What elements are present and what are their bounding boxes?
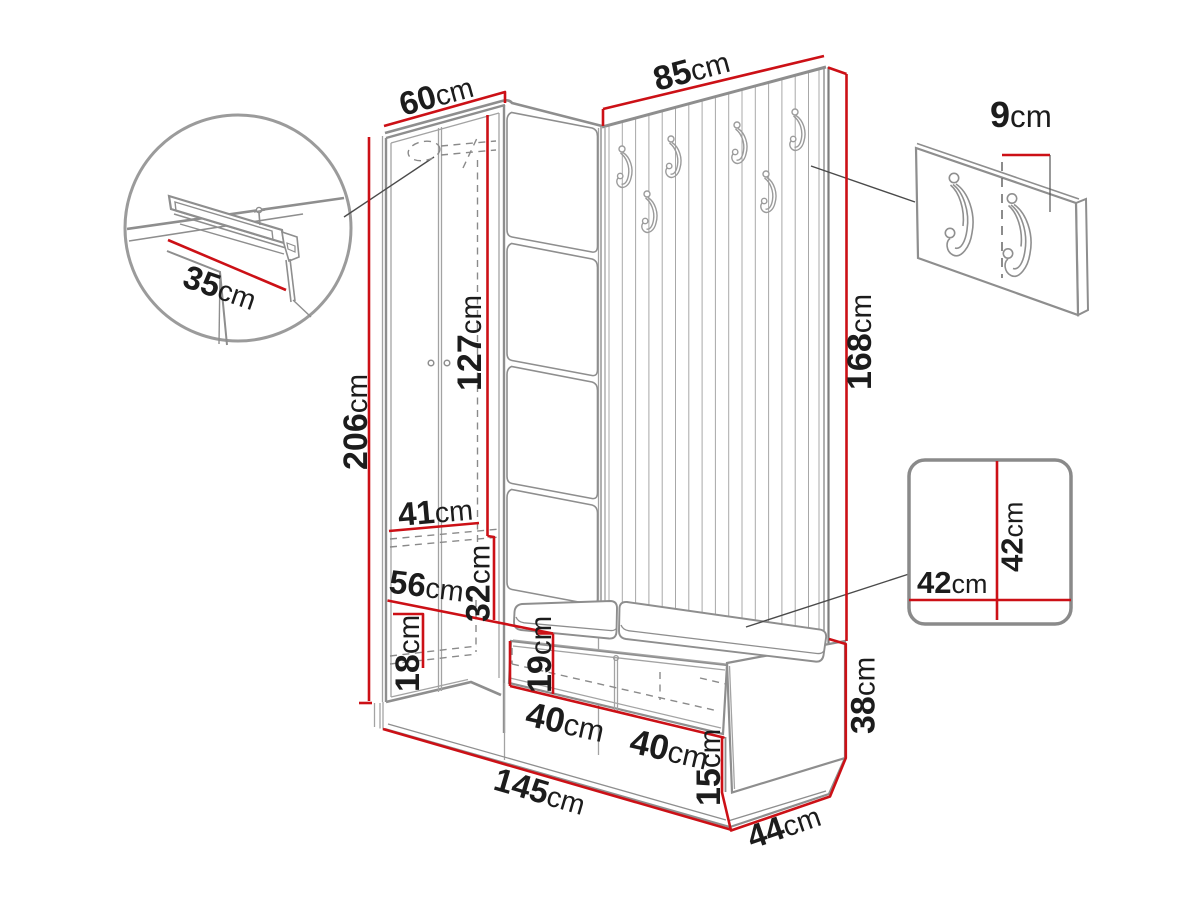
svg-text:206cm: 206cm bbox=[337, 374, 375, 470]
svg-text:15cm: 15cm bbox=[690, 729, 728, 806]
svg-text:19cm: 19cm bbox=[521, 616, 559, 693]
svg-text:127cm: 127cm bbox=[451, 295, 489, 391]
svg-text:168cm: 168cm bbox=[841, 294, 879, 390]
svg-text:18cm: 18cm bbox=[389, 615, 427, 692]
svg-text:42cm: 42cm bbox=[995, 502, 1030, 572]
svg-text:42cm: 42cm bbox=[917, 565, 987, 600]
svg-text:32cm: 32cm bbox=[460, 545, 498, 622]
svg-text:38cm: 38cm bbox=[845, 657, 883, 734]
svg-text:41cm: 41cm bbox=[396, 490, 474, 533]
svg-text:9cm: 9cm bbox=[990, 94, 1052, 135]
svg-text:56cm: 56cm bbox=[387, 563, 466, 609]
svg-text:85cm: 85cm bbox=[649, 42, 733, 99]
